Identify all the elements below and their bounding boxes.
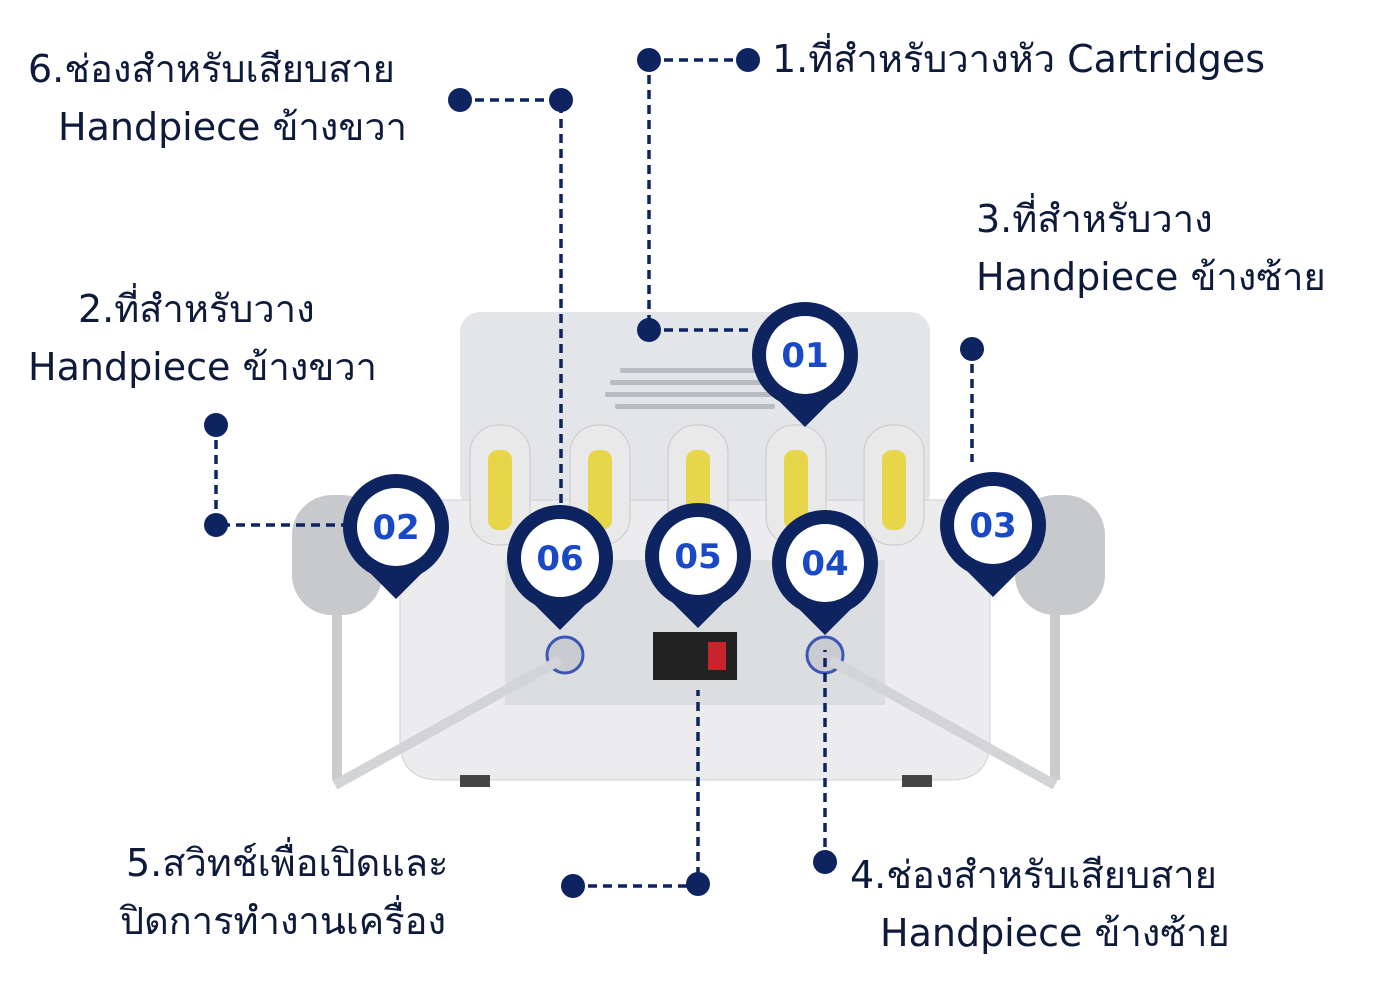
marker-number: 05	[674, 537, 721, 577]
marker-number: 01	[781, 336, 828, 376]
marker-01: 01	[752, 302, 858, 427]
label-4-line2: Handpiece ข้างซ้าย	[880, 911, 1230, 955]
marker-04: 04	[772, 510, 878, 635]
marker-number: 02	[372, 508, 419, 548]
label-5-line2: ปิดการทำงานเครื่อง	[120, 899, 447, 943]
label-4: 4.ช่องสำหรับเสียบสาย Handpiece ข้างซ้าย	[850, 846, 1230, 962]
label-1: 1.ที่สำหรับวางหัว Cartridges	[772, 30, 1265, 88]
label-6-line1: 6.ช่องสำหรับเสียบสาย	[28, 47, 395, 91]
label-6-line2: Handpiece ข้างขวา	[58, 105, 407, 149]
marker-number: 03	[969, 506, 1016, 546]
marker-number: 04	[801, 544, 848, 584]
marker-03: 03	[940, 472, 1046, 597]
marker-number: 06	[536, 539, 583, 579]
label-2-line1: 2.ที่สำหรับวาง	[78, 287, 315, 331]
label-6: 6.ช่องสำหรับเสียบสาย Handpiece ข้างขวา	[28, 40, 407, 156]
marker-06: 06	[507, 505, 613, 630]
leader-dots	[204, 48, 984, 898]
label-4-line1: 4.ช่องสำหรับเสียบสาย	[850, 853, 1217, 897]
label-3: 3.ที่สำหรับวาง Handpiece ข้างซ้าย	[976, 190, 1326, 306]
label-5: 5.สวิทช์เพื่อเปิดและปิดการทำงานเครื่อง	[120, 834, 448, 950]
label-1-line1: 1.ที่สำหรับวางหัว Cartridges	[772, 37, 1266, 81]
label-2-line2: Handpiece ข้างขวา	[28, 345, 377, 389]
marker-02: 02	[343, 474, 449, 599]
label-2: 2.ที่สำหรับวาง Handpiece ข้างขวา	[28, 280, 377, 396]
label-3-line2: Handpiece ข้างซ้าย	[976, 255, 1326, 299]
label-3-line1: 3.ที่สำหรับวาง	[976, 197, 1213, 241]
marker-05: 05	[645, 503, 751, 628]
label-5-line1: 5.สวิทช์เพื่อเปิดและ	[126, 841, 449, 885]
